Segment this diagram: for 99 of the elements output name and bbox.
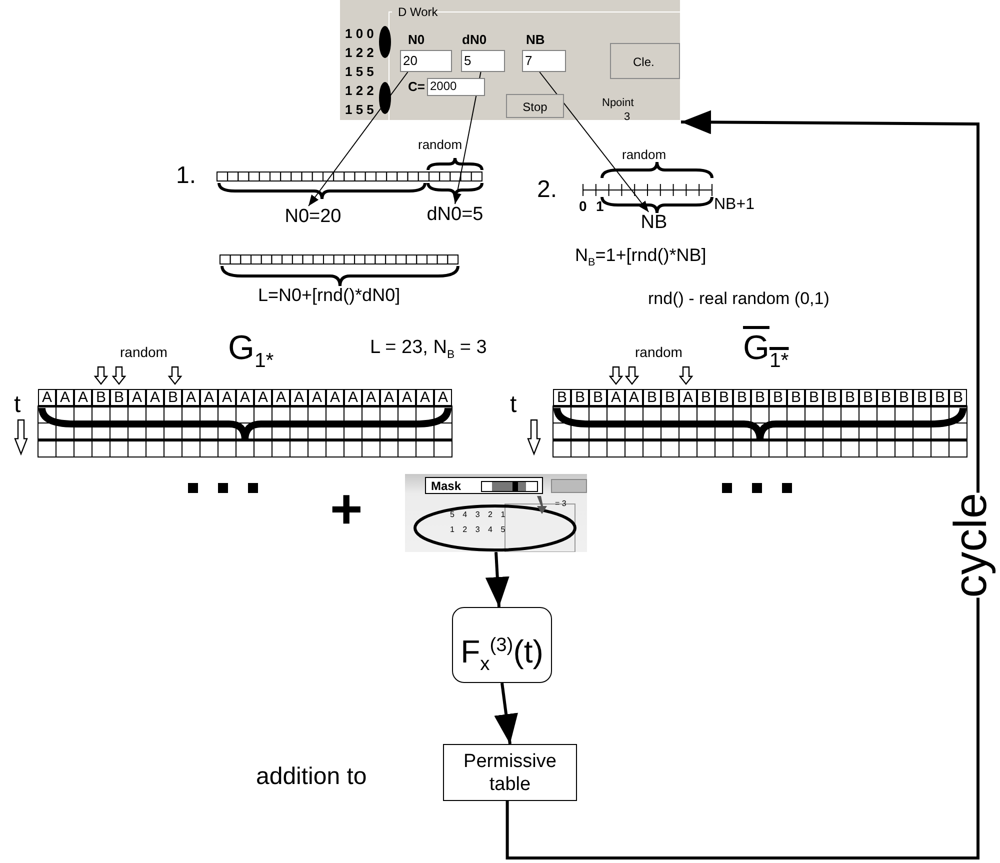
leader-arrow [539, 72, 650, 212]
table-cell: B [859, 389, 877, 406]
table-cell: A [128, 389, 146, 406]
radio-option: 3 [624, 111, 630, 124]
digit-row: 1 2 2 [345, 46, 374, 60]
table-cell: B [805, 389, 823, 406]
step-number: 2. [537, 177, 558, 204]
table-cell: A [200, 389, 218, 406]
annotation: random [635, 345, 682, 360]
input-field: 7 [522, 50, 566, 72]
field-label: C= [408, 80, 425, 94]
table-cell: A [38, 389, 56, 406]
table-cell: B [553, 389, 571, 406]
table-cell: A [434, 389, 452, 406]
table-cell: B [751, 389, 769, 406]
input-field: 5 [461, 50, 505, 72]
annotation: random [622, 148, 666, 162]
table-cell: B [787, 389, 805, 406]
step-number: 1. [176, 163, 196, 190]
checkbox-row: 5 4 3 2 1 [450, 511, 508, 520]
digit-row: 1 5 5 [345, 103, 374, 118]
input-field: 2000 [427, 78, 485, 96]
table-cell: A [146, 389, 164, 406]
table-cell: B [110, 389, 128, 406]
digit-row: 1 5 5 [345, 65, 374, 80]
field-label: dN0 [462, 33, 487, 48]
table-cell: B [913, 389, 931, 406]
table-box: Permissive table [443, 744, 577, 801]
sequence-label: G$_{1*}$ [228, 330, 274, 372]
table-cell: A [182, 389, 200, 406]
table-cell: A [398, 389, 416, 406]
stop-button: Stop [506, 94, 564, 118]
checkbox-row: 1 2 3 4 5 [450, 526, 508, 535]
table-cell: B [589, 389, 607, 406]
formula-box: F$_{x}$$^{(3)}$(t) [452, 607, 552, 683]
table-cell: A [326, 389, 344, 406]
table-cell: A [308, 389, 326, 406]
table-cell: A [74, 389, 92, 406]
screenshot-picture [405, 474, 587, 552]
table-cell: B [895, 389, 913, 406]
formula-label: dN0=5 [418, 204, 492, 226]
plus-sign: + [330, 478, 363, 540]
axis-label: 0 [579, 199, 587, 214]
group-title: D Work [398, 5, 438, 19]
table-cell: A [607, 389, 625, 406]
table-cell: A [218, 389, 236, 406]
table-cell: A [679, 389, 697, 406]
axis-label: NB+1 [714, 196, 754, 214]
table-cell: A [272, 389, 290, 406]
flow-arrow [485, 552, 510, 608]
variable-label: NB [636, 212, 672, 234]
table-cell: A [290, 389, 308, 406]
annotation: = 3 [555, 500, 566, 509]
table-cell: B [823, 389, 841, 406]
formula: N$_{B}$=1+[rnd()*NB] [575, 246, 706, 270]
input-field: 20 [400, 50, 452, 72]
flow-arrow [494, 682, 518, 744]
table-cell: A [236, 389, 254, 406]
annotation: random [120, 345, 168, 360]
group-title: Npoint [602, 97, 634, 110]
table-cell: A [344, 389, 362, 406]
formula-label: N0=20 [268, 206, 358, 228]
table-cell: B [877, 389, 895, 406]
leader-arrow [452, 72, 482, 204]
digit-row: 1 0 0 [345, 27, 374, 42]
table-cell: A [416, 389, 434, 406]
sequence-label: G$_{1*}$ [743, 330, 789, 372]
table-cell: B [571, 389, 589, 406]
leader-arrow [308, 72, 408, 206]
axis-label: t [510, 392, 517, 418]
table-cell: B [733, 389, 751, 406]
table-cell: A [380, 389, 398, 406]
table-cell: B [841, 389, 859, 406]
note: rnd() - real random (0,1) [648, 290, 830, 309]
table-cell: A [254, 389, 272, 406]
table-cell: B [715, 389, 733, 406]
field-label: N0 [408, 33, 425, 48]
table-cell: B [92, 389, 110, 406]
table-cell: B [949, 389, 967, 406]
table-cell: B [643, 389, 661, 406]
annotation: random [418, 138, 462, 152]
axis-label: 1 [596, 199, 604, 214]
table-cell: B [164, 389, 182, 406]
formula: L=N0+[rnd()*dN0] [258, 286, 400, 306]
table-cell: A [56, 389, 74, 406]
table-cell: A [625, 389, 643, 406]
table-cell: A [362, 389, 380, 406]
window-title: Mask [431, 479, 462, 493]
field-label: NB [526, 33, 545, 48]
parameter-note: L = 23, N$_{B}$ = 3 [370, 338, 487, 362]
table-cell: B [661, 389, 679, 406]
annotation: addition to [256, 764, 367, 790]
flow-arrow [506, 110, 980, 860]
digit-row: 1 2 2 [345, 84, 374, 98]
table-cell: B [931, 389, 949, 406]
axis-label: t [14, 392, 21, 418]
table-cell: B [769, 389, 787, 406]
clear-button: Cle. [610, 43, 680, 79]
table-cell: B [697, 389, 715, 406]
